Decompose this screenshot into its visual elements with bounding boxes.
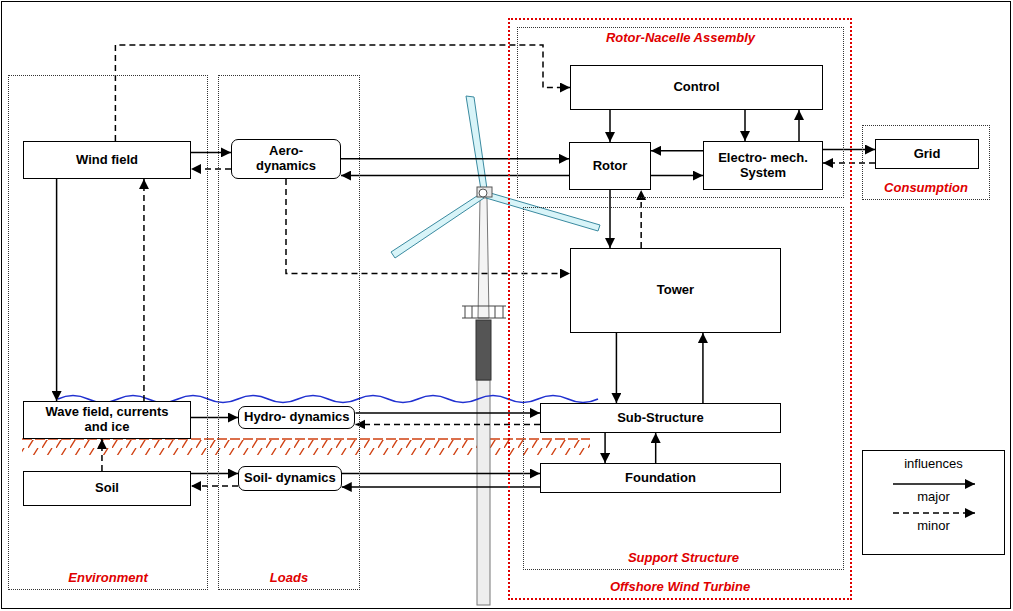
major-influence-arrow <box>744 110 746 141</box>
minor-influence-arrow <box>143 179 145 401</box>
node-label: Tower <box>657 283 694 298</box>
major-influence-arrow <box>651 175 703 177</box>
legend-text: major <box>917 490 950 505</box>
major-influence-arrow <box>823 149 875 151</box>
major-influence-arrow <box>798 110 800 141</box>
group-label: Support Structure <box>628 551 739 566</box>
component-box: Wave field, currents and ice <box>23 401 191 439</box>
group-frame: Consumption Grid <box>862 125 990 200</box>
component-box: Foundation <box>540 463 781 493</box>
major-influence-arrow <box>191 417 238 419</box>
group-frame: Rotor-Nacelle AssemblyControlRotor Electr… <box>517 27 844 198</box>
group-label: Consumption <box>884 181 968 196</box>
minor-influence-arrow <box>115 45 570 141</box>
group-frame: Offshore Wind Turbine Rotor-Nacelle Assem… <box>508 18 852 600</box>
minor-influence-arrow <box>191 485 238 487</box>
node-label: Soil- dynamics <box>244 471 336 486</box>
component-box: Soil <box>23 471 191 506</box>
minor-influence-arrow <box>101 439 103 471</box>
node-label: Sub-Structure <box>617 411 704 426</box>
minor-influence-arrow <box>286 179 570 274</box>
load-box: Aero- dynamics <box>231 139 341 179</box>
component-box: Wind field <box>23 141 191 179</box>
legend-entry: minor <box>889 507 979 534</box>
load-box: Hydro- dynamics <box>238 406 355 429</box>
seabed-hatch <box>22 440 590 455</box>
legend-title: influences <box>904 457 963 472</box>
major-influence-arrow <box>342 473 540 475</box>
platform-railing <box>462 306 506 318</box>
component-box: Rotor <box>569 142 651 190</box>
minor-influence-arrow <box>191 168 231 170</box>
legend-line <box>893 512 975 514</box>
group-label: Loads <box>270 571 308 586</box>
major-influence-arrow <box>609 190 611 248</box>
minor-influence-arrow <box>823 162 875 164</box>
legend-entry: major <box>889 478 979 505</box>
transition-piece <box>476 320 491 380</box>
legend-line <box>893 483 975 485</box>
major-influence-arrow <box>342 486 540 488</box>
major-influence-arrow <box>616 333 618 403</box>
major-influence-arrow <box>191 152 231 154</box>
component-box: Grid <box>875 139 979 169</box>
node-label: Grid <box>914 147 941 162</box>
major-influence-arrow <box>56 179 58 401</box>
major-influence-arrow <box>341 175 569 177</box>
node-label: Hydro- dynamics <box>244 410 349 425</box>
node-label: Aero- dynamics <box>251 144 321 174</box>
legend-text: minor <box>917 519 950 534</box>
major-influence-arrow <box>655 433 657 463</box>
component-box: Tower <box>570 248 781 333</box>
hub <box>479 189 487 197</box>
legend-sample <box>889 478 979 490</box>
major-influence-arrow <box>191 473 238 475</box>
tower-shaft <box>478 198 489 318</box>
node-label: Soil <box>95 481 119 496</box>
legend-sample <box>889 507 979 519</box>
group-label: Environment <box>68 571 147 586</box>
node-label: Wind field <box>76 153 138 168</box>
load-box: Soil- dynamics <box>238 466 342 491</box>
group-frame: Environment Wind fieldWave field, current… <box>8 75 208 590</box>
nacelle <box>477 187 492 197</box>
node-label: Control <box>673 80 719 95</box>
node-label: Electro- mech. System <box>718 151 808 181</box>
node-label: Rotor <box>593 159 628 174</box>
major-influence-arrow <box>355 412 540 414</box>
monopile <box>477 380 490 605</box>
major-influence-arrow <box>702 333 704 403</box>
node-label: Foundation <box>625 471 696 486</box>
major-influence-arrow <box>609 110 611 142</box>
group-label: Offshore Wind Turbine <box>610 580 750 595</box>
major-influence-arrow <box>651 150 703 152</box>
group-frame: Support Structure TowerSub-StructureFound… <box>523 207 844 570</box>
major-influence-arrow <box>604 433 606 463</box>
component-box: Sub-Structure <box>540 403 781 433</box>
minor-influence-arrow <box>355 424 540 426</box>
node-label: Wave field, currents and ice <box>45 405 170 435</box>
major-influence-arrow <box>341 158 569 160</box>
legend-box: influences major minor <box>862 450 1005 555</box>
component-box: Control <box>570 65 823 110</box>
group-frame: Loads Aero- dynamicsHydro- dynamicsSoil- … <box>218 75 360 590</box>
minor-influence-arrow <box>640 190 642 248</box>
component-box: Electro- mech. System <box>703 141 823 190</box>
group-label: Rotor-Nacelle Assembly <box>606 31 755 46</box>
